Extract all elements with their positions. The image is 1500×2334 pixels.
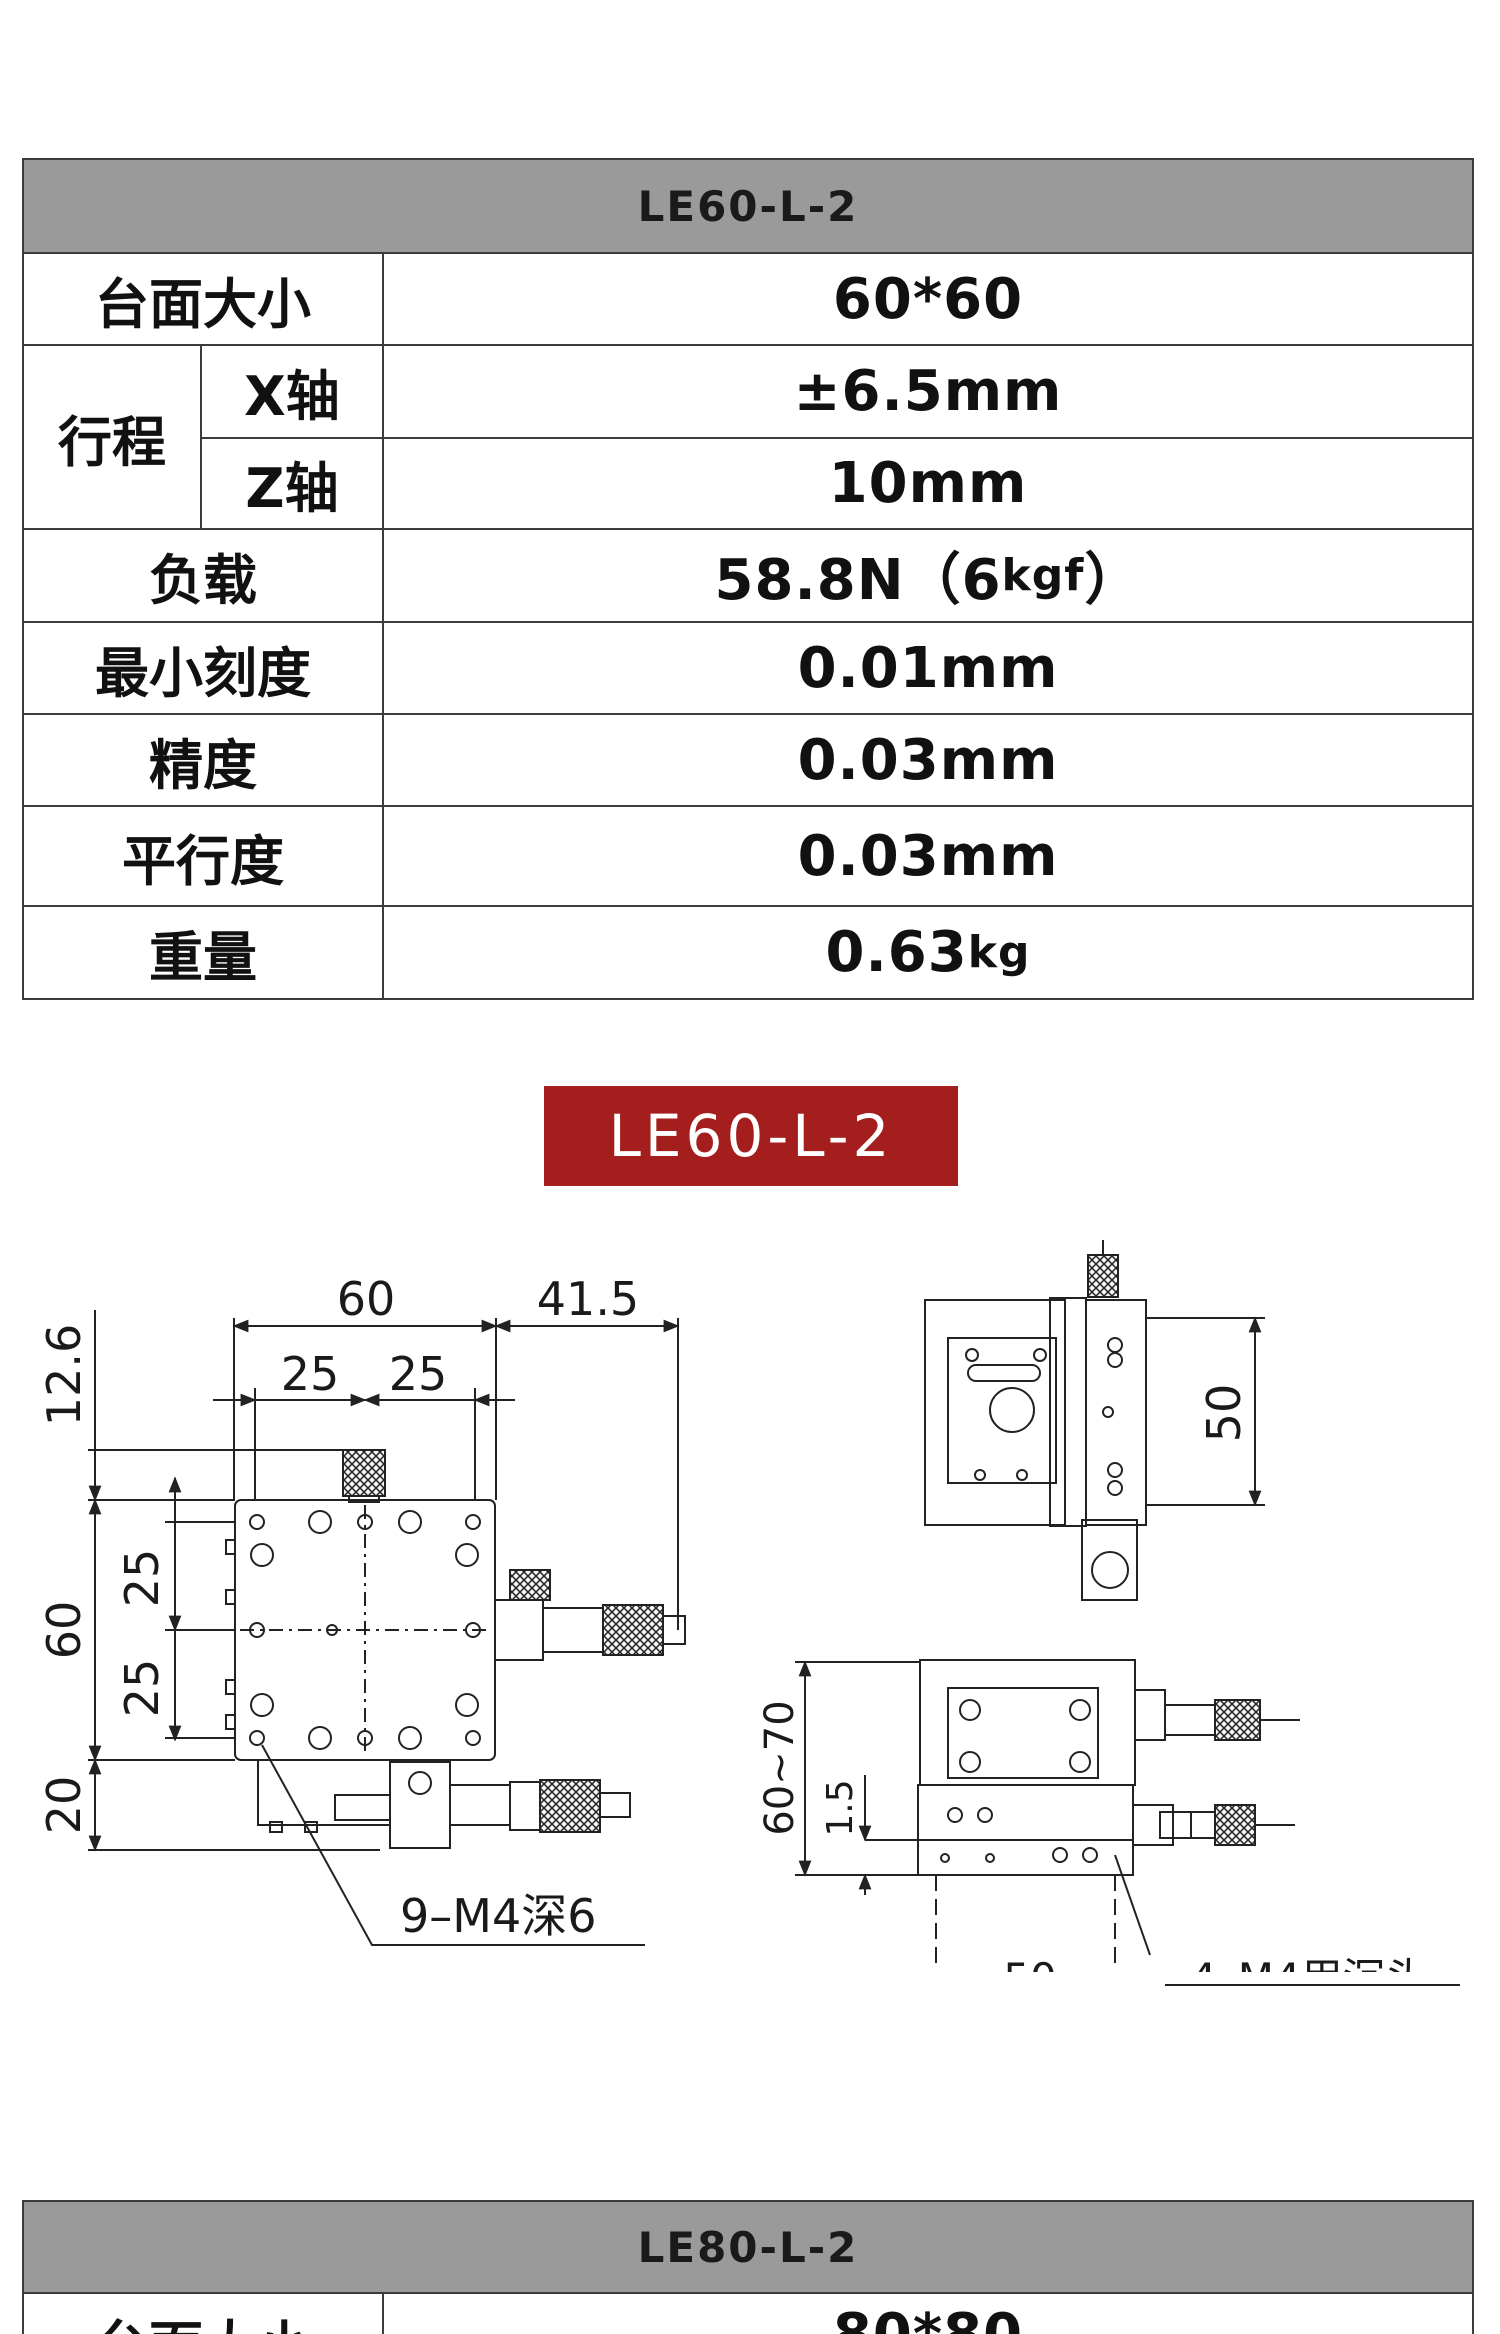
dim-end-small: 1.5 bbox=[820, 1779, 861, 1836]
row-value-x-axis: ±6.5mm bbox=[793, 359, 1063, 424]
weight-value-unit: kg bbox=[967, 927, 1031, 978]
weight-value-main: 0.63 bbox=[825, 920, 968, 985]
row-label-parallelism: 平行度 bbox=[24, 807, 384, 905]
dim-half-left: 25 bbox=[281, 1347, 340, 1401]
row-label-z-axis: Z轴 bbox=[202, 439, 384, 528]
dim-height-20: 20 bbox=[37, 1776, 91, 1835]
hole-callout-front: 9–M4深6 bbox=[400, 1889, 597, 1943]
table-row: X轴 ±6.5mm bbox=[202, 346, 1472, 437]
row-label-table-size: 台面大小 bbox=[24, 2294, 384, 2334]
row-label-load: 负载 bbox=[24, 530, 384, 621]
dim-inner-upper: 25 bbox=[115, 1549, 169, 1608]
row-label-weight: 重量 bbox=[24, 907, 384, 998]
row-value-table-size: 80*80 bbox=[384, 2294, 1472, 2334]
table-row: 最小刻度 0.01mm bbox=[24, 623, 1472, 715]
table-row: 精度 0.03mm bbox=[24, 715, 1472, 807]
table-row: Z轴 10mm bbox=[202, 437, 1472, 528]
row-label-travel: 行程 bbox=[24, 346, 202, 528]
dim-width-41-5: 41.5 bbox=[537, 1272, 639, 1326]
dim-end-height: 60~70 bbox=[757, 1700, 803, 1835]
row-value-parallelism: 0.03mm bbox=[797, 823, 1059, 889]
row-label-precision: 精度 bbox=[24, 715, 384, 805]
dim-height-12-6: 12.6 bbox=[37, 1324, 91, 1426]
spec-table-le60: LE60-L-2 台面大小 60*60 行程 X轴 ±6.5mm Z轴 10mm… bbox=[22, 158, 1474, 1000]
dim-side-50: 50 bbox=[1197, 1384, 1251, 1443]
table-row: 平行度 0.03mm bbox=[24, 807, 1472, 907]
row-value-z-axis: 10mm bbox=[828, 451, 1028, 516]
row-value-min-scale: 0.01mm bbox=[797, 635, 1059, 701]
table-header: LE60-L-2 bbox=[24, 160, 1472, 254]
load-value-end: ） bbox=[1084, 548, 1142, 613]
row-label-x-axis: X轴 bbox=[202, 346, 384, 437]
travel-group: 行程 X轴 ±6.5mm Z轴 10mm bbox=[24, 346, 1472, 530]
hole-callout-end: 4–M4用沉头 bbox=[1190, 1954, 1427, 2003]
load-value-unit: kgf bbox=[1001, 550, 1085, 601]
dim-end-50: 50 bbox=[1003, 1954, 1056, 2003]
model-banner: LE60-L-2 bbox=[544, 1086, 958, 1186]
dim-width-60: 60 bbox=[337, 1272, 396, 1326]
dim-half-right: 25 bbox=[389, 1347, 448, 1401]
row-label-min-scale: 最小刻度 bbox=[24, 623, 384, 713]
table-row: 台面大小 80*80 bbox=[24, 2294, 1472, 2334]
dim-inner-lower: 25 bbox=[115, 1659, 169, 1718]
row-label-table-size: 台面大小 bbox=[24, 254, 384, 344]
row-value-precision: 0.03mm bbox=[797, 727, 1059, 793]
table-header: LE80-L-2 bbox=[24, 2202, 1472, 2294]
row-value-table-size: 60*60 bbox=[832, 266, 1024, 332]
spec-table-le80: LE80-L-2 台面大小 80*80 bbox=[22, 2200, 1474, 2334]
load-value-main: 58.8N（6 bbox=[714, 548, 1002, 613]
table-row: 台面大小 60*60 bbox=[24, 254, 1472, 346]
dim-height-60: 60 bbox=[37, 1601, 91, 1660]
